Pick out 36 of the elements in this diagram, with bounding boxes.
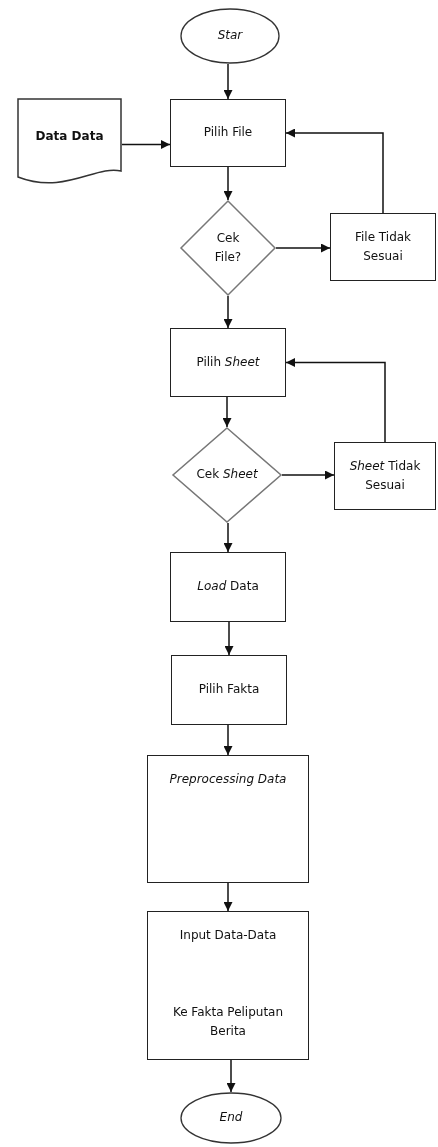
process-box	[171, 655, 287, 725]
node-label: Pilih Sheet	[196, 353, 260, 371]
process-box	[334, 442, 436, 510]
process-box	[170, 99, 286, 167]
arrow	[121, 140, 171, 149]
process-box	[147, 911, 309, 1060]
arrow	[226, 1059, 236, 1093]
arrow	[224, 621, 234, 656]
node-label: Pilih File	[203, 124, 253, 142]
process-box	[147, 755, 309, 883]
node-label: Pilih Fakta	[198, 681, 260, 699]
node-label: Cek Sheet	[196, 466, 258, 484]
arrow	[223, 882, 233, 912]
arrow	[223, 166, 233, 201]
process-box	[170, 328, 286, 397]
node-label: End	[219, 1109, 243, 1127]
process-box	[170, 552, 286, 622]
node-label: Input Data-Data	[179, 927, 277, 944]
node-label: Star	[217, 27, 243, 45]
arrow	[223, 724, 233, 756]
arrow	[222, 396, 232, 428]
arrow	[223, 295, 233, 329]
node-label: Sheet Tidak Sesuai	[348, 457, 422, 494]
node-label: Data Data	[35, 127, 104, 145]
node-label: Cek File?	[213, 229, 243, 266]
arrow	[285, 358, 386, 443]
arrow	[275, 243, 331, 253]
node-label: Load Data	[197, 578, 259, 596]
arrow	[223, 63, 233, 100]
node-label: Ke Fakta Peliputan Berita	[171, 1003, 285, 1040]
process-box	[330, 213, 436, 281]
node-label: File Tidak Sesuai	[353, 228, 413, 265]
node-label: Preprocessing Data	[169, 771, 287, 788]
arrow	[285, 128, 384, 214]
arrow	[223, 522, 233, 553]
arrow	[281, 470, 335, 480]
